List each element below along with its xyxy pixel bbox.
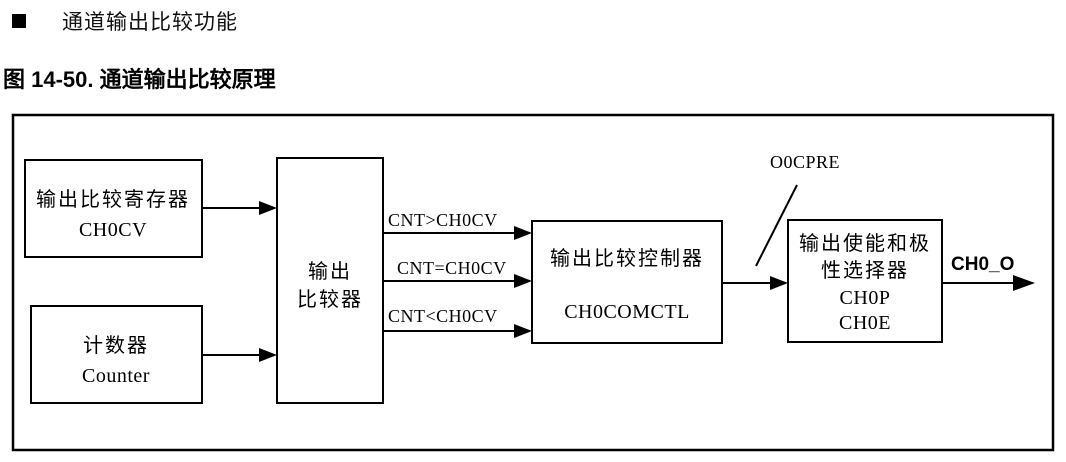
bullet-square-icon xyxy=(12,14,26,28)
compare-register-label-line2: CH0CV xyxy=(79,219,147,241)
counter-label-line2: Counter xyxy=(82,365,150,387)
figure-caption: 图 14-50. 通道输出比较原理 xyxy=(3,67,276,92)
selector-box xyxy=(787,219,943,343)
diagram-frame xyxy=(11,113,1055,452)
arrow-controller-to-selector xyxy=(722,276,788,290)
signal-slash-mark xyxy=(755,184,798,267)
arrow-selector-to-output xyxy=(942,275,1035,291)
comparator-label-line2: 比较器 xyxy=(297,288,363,311)
compare-register-label-line1: 输出比较寄存器 xyxy=(36,188,190,211)
comparator-box xyxy=(276,157,384,404)
arrow-counter-to-comparator xyxy=(202,348,277,362)
comparator-label-line1: 输出 xyxy=(308,260,352,283)
selector-label-line2: 性选择器 xyxy=(821,259,909,282)
bullet-item-label: 通道输出比较功能 xyxy=(62,10,238,34)
signal-label-ch0-o: CH0_O xyxy=(951,254,1014,275)
signal-label-cnt-gt: CNT>CH0CV xyxy=(388,210,498,230)
signal-label-cnt-eq: CNT=CH0CV xyxy=(397,258,507,278)
bullet-list-item: 通道输出比较功能 xyxy=(12,6,238,36)
controller-box xyxy=(531,220,723,344)
counter-label-line1: 计数器 xyxy=(83,334,149,357)
arrow-cnt-eq xyxy=(383,274,532,288)
controller-label-line1: 输出比较控制器 xyxy=(550,247,704,270)
selector-label-line4: CH0E xyxy=(839,312,891,334)
signal-label-cnt-lt: CNT<CH0CV xyxy=(388,306,498,326)
selector-label-line3: CH0P xyxy=(840,287,891,309)
controller-label-line2: CH0COMCTL xyxy=(564,301,690,323)
signal-label-ocpre: O0CPRE xyxy=(770,152,840,172)
counter-box xyxy=(30,305,203,404)
arrow-cnt-gt xyxy=(383,226,532,240)
selector-label-line1: 输出使能和极 xyxy=(799,232,931,255)
arrow-cnt-lt xyxy=(383,324,532,338)
arrow-register-to-comparator xyxy=(202,201,277,215)
